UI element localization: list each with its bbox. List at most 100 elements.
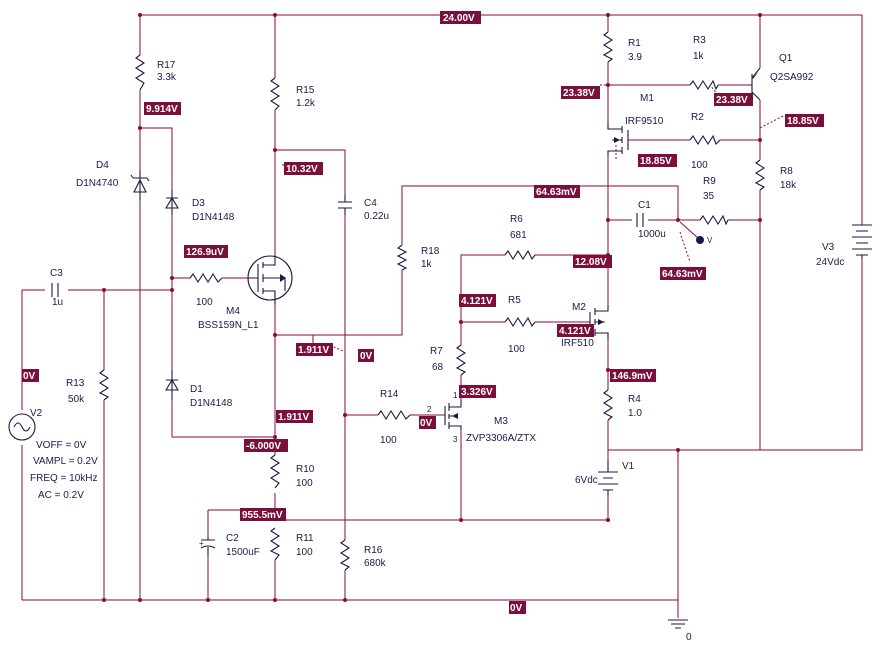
r11-value: 100 (296, 547, 313, 558)
r8-value: 18k (780, 180, 797, 191)
svg-text:146.9mV: 146.9mV (612, 371, 653, 382)
m1-value: IRF9510 (625, 116, 664, 127)
r8-ref: R8 (780, 166, 793, 177)
vlabel-m2-drain: 12.08V (573, 255, 612, 268)
resistor-r11[interactable]: R11 100 (269, 527, 314, 561)
resistor-r5[interactable]: R5 100 (504, 295, 536, 355)
mosfet-m4[interactable]: M4 BSS159N_L1 (198, 255, 293, 331)
diode-d1[interactable]: D1 D1N4148 (165, 370, 233, 409)
resistor-r13[interactable]: R13 50k (66, 369, 110, 405)
c4-value: 0.22u (364, 211, 389, 222)
v2-vampl: VAMPL = 0.2V (33, 456, 98, 467)
resistor-r16[interactable]: R16 680k (339, 539, 387, 571)
c2-plus-icon: + (199, 539, 204, 548)
c1-value: 1000u (638, 229, 666, 240)
r5-ref: R5 (508, 295, 521, 306)
r16-value: 680k (364, 558, 387, 569)
m4-gate-resistor-value: 100 (196, 297, 213, 308)
r2-value: 100 (691, 160, 708, 171)
mosfet-m1[interactable]: M1 IRF9510 (607, 93, 664, 155)
m3-value: ZVP3306A/ZTX (466, 433, 536, 444)
mosfet-m3[interactable]: 1 2 3 M3 ZVP3306A/ZTX (427, 391, 536, 444)
svg-text:18.85V: 18.85V (640, 156, 672, 167)
r2-ref: R2 (691, 112, 704, 123)
c2-value: 1500uF (226, 547, 260, 558)
zener-d4[interactable]: D4 D1N4740 (76, 160, 150, 200)
resistor-r7[interactable]: R7 68 (430, 344, 467, 376)
c2-ref: C2 (226, 533, 239, 544)
transistor-q1[interactable]: Q1 Q2SA992 (748, 53, 814, 101)
vlabel-neg-rail: -6.000V (244, 439, 288, 452)
v2-freq: FREQ = 10kHz (30, 473, 98, 484)
v1-value: 6Vdc (575, 475, 598, 486)
svg-text:18.85V: 18.85V (787, 116, 819, 127)
capacitor-c4[interactable]: C4 0.22u (338, 195, 389, 222)
resistor-r3[interactable]: R3 1k (689, 35, 719, 91)
r1-ref: R1 (628, 38, 641, 49)
svg-text:1.911V: 1.911V (298, 345, 329, 356)
d1-value: D1N4148 (190, 398, 233, 409)
resistor-m4-gate[interactable]: 100 (189, 272, 223, 308)
svg-text:0V: 0V (510, 603, 523, 614)
r10-ref: R10 (296, 464, 315, 475)
svg-text:0V: 0V (360, 351, 373, 362)
vlabel-m4-source2: 1.911V (276, 410, 313, 423)
mosfet-m2[interactable]: M2 IRF510 (561, 302, 609, 349)
battery-v1[interactable]: V1 6Vdc (575, 460, 635, 495)
diode-d3[interactable]: D3 D1N4148 (165, 190, 235, 223)
svg-text:10.32V: 10.32V (286, 164, 318, 175)
r6-value: 681 (510, 230, 527, 241)
vlabel-m4-drain: 10.32V (284, 162, 323, 175)
vlabel-r16-node: 0V (358, 349, 374, 362)
d4-ref: D4 (96, 160, 109, 171)
r6-ref: R6 (510, 214, 523, 225)
r17-value: 3.3k (157, 72, 177, 83)
r17-ref: R17 (157, 60, 176, 71)
capacitor-c2[interactable]: + C2 1500uF (199, 533, 260, 558)
capacitor-c1[interactable]: C1 1000u (636, 200, 666, 240)
vlabel-r1-node: 23.38V (561, 86, 600, 99)
vlabel-m4-source: 1.911V (296, 343, 333, 356)
battery-v3[interactable]: V3 24Vdc (816, 224, 872, 268)
r11-ref: R11 (296, 533, 314, 544)
vlabel-q1-base: 23.38V (714, 93, 753, 106)
r15-ref: R15 (296, 85, 315, 96)
m3-ref: M3 (494, 416, 508, 427)
resistor-r17[interactable]: R17 3.3k (134, 54, 177, 91)
svg-text:23.38V: 23.38V (563, 88, 595, 99)
capacitor-c3[interactable]: C3 1u (50, 268, 63, 308)
resistor-r15[interactable]: R15 1.2k (269, 77, 316, 111)
m1-ref: M1 (640, 93, 654, 104)
d3-value: D1N4148 (192, 212, 235, 223)
vlabel-m2-gate: 4.121V (557, 324, 594, 337)
vlabel-m3-gate: 0V (419, 416, 436, 429)
vlabel-d3-anode: 9.914V (144, 102, 181, 115)
r16-ref: R16 (364, 545, 383, 556)
svg-text:24.00V: 24.00V (443, 13, 475, 24)
resistor-r10[interactable]: R10 100 (269, 454, 315, 489)
resistor-r4[interactable]: R4 1.0 (602, 389, 642, 421)
resistor-r14[interactable]: R14 100 (377, 389, 411, 446)
vlabel-m3-source: 3.326V (459, 385, 496, 398)
svg-text:12.08V: 12.08V (575, 257, 607, 268)
m3-pin2: 2 (427, 405, 432, 414)
source-v2[interactable]: V2 VOFF = 0V VAMPL = 0.2V FREQ = 10kHz A… (8, 408, 98, 501)
resistor-r6[interactable]: R6 681 (504, 214, 536, 261)
probe-label: V (707, 236, 713, 245)
resistor-r2[interactable]: R2 100 (689, 112, 721, 171)
resistor-r1[interactable]: R1 3.9 (602, 31, 642, 63)
svg-text:64.63mV: 64.63mV (662, 269, 703, 280)
ground-label: 0 (686, 632, 692, 643)
vlabel-output-line: 64.63mV (534, 185, 580, 198)
resistor-r18[interactable]: R18 1k (396, 244, 440, 271)
v2-voff: VOFF = 0V (36, 440, 87, 451)
voltage-probe[interactable]: V (696, 236, 713, 245)
vlabel-top-rail: 24.00V (440, 11, 481, 24)
c3-value: 1u (52, 297, 63, 308)
resistor-r9[interactable]: R9 35 (699, 176, 729, 226)
r4-ref: R4 (628, 394, 641, 405)
v3-ref: V3 (822, 242, 835, 253)
resistor-r8[interactable]: R8 18k (754, 159, 797, 191)
